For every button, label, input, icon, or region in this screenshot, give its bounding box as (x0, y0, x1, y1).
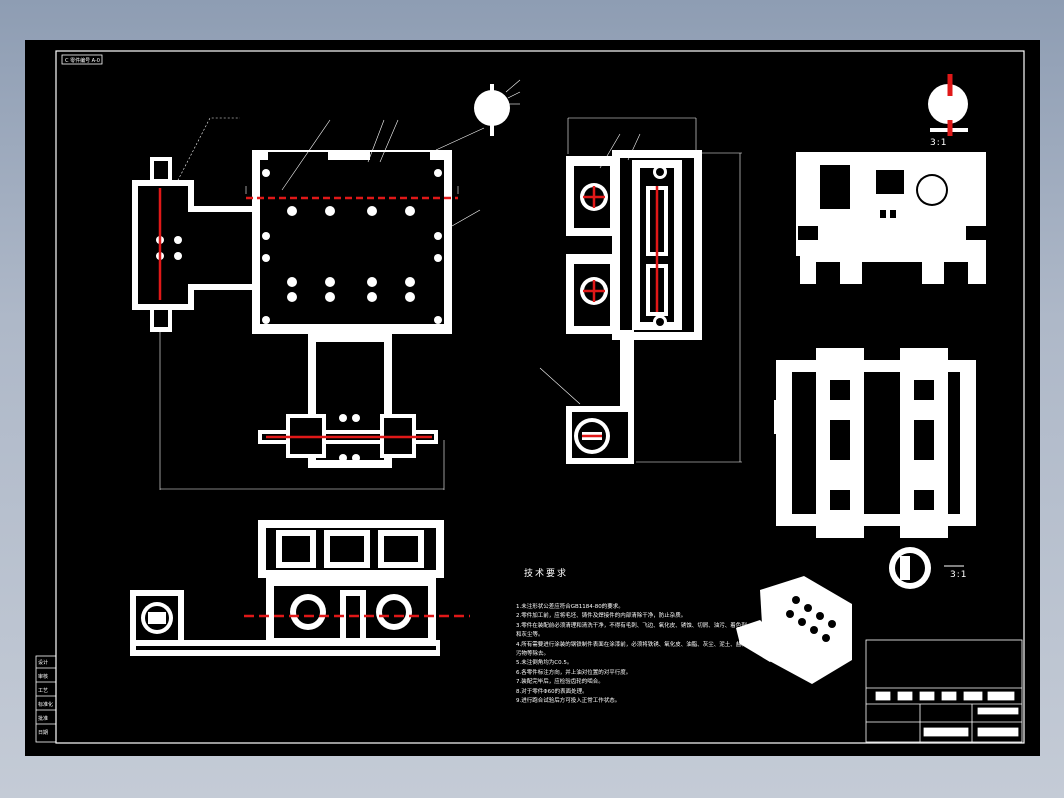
detail-circle-1 (474, 79, 521, 136)
tag-box (61, 54, 103, 65)
side-table (35, 655, 57, 743)
side-table-row: 标准化 (38, 701, 53, 708)
title-block (865, 639, 1023, 743)
tech-requirement-item: 9.进行跑合试验后方可投入正常工作状态。 (516, 698, 621, 705)
front-view-right (796, 84, 986, 284)
side-table-row: 审核 (38, 673, 48, 680)
side-table-row: 日期 (38, 730, 48, 736)
drawing-border (55, 50, 1025, 744)
bolt-holes (156, 169, 442, 462)
side-table-row: 工艺 (38, 688, 48, 694)
tech-requirements-list: 1.未注形状公差应符合GB1184-80的要求。 2.零件加工前，应将毛坯、铸件… (508, 603, 748, 706)
tag-text: C 零件编号 A-0 (65, 57, 100, 64)
tech-requirement-item: 2.零件加工前，应将毛坯、铸件及焊接件的内部清除干净，防止杂质。 (516, 613, 687, 620)
tech-requirement-item: 6.各零件标注方向，并上油对位置的对平行度。 (516, 669, 632, 676)
side-view (566, 150, 702, 464)
top-view-centerlines (158, 188, 458, 439)
isometric-view (736, 576, 852, 684)
bottom-view (130, 520, 444, 656)
top-view (132, 150, 452, 468)
tech-requirement-item: 1.未注形状公差应符合GB1184-80的要求。 (516, 604, 624, 610)
side-table-row: 设计 (38, 659, 48, 666)
tech-requirement-item: 7.装配完毕后，应检验齿轮的啮合。 (516, 679, 604, 686)
side-table-row: 批准 (38, 715, 48, 722)
plan-view-right (774, 348, 976, 538)
section-detail (889, 547, 964, 589)
top-view-dims (159, 117, 485, 490)
tech-requirement-item: 3.零件在装配前必须清理和清洗干净，不得有毛刺、飞边、氧化皮、锈蚀、切屑、油污、… (516, 622, 747, 639)
tech-requirement-item: 5.未注倒角均为C0.5。 (516, 660, 573, 667)
tech-requirement-item: 4.所有需要进行涂装的钢铁制件表面在涂漆前，必须将铁锈、氧化皮、油脂、灰尘、泥土… (516, 641, 747, 658)
tech-requirement-item: 8.对于零件Φ60的表面处理。 (516, 688, 588, 695)
side-view-dims (539, 117, 742, 463)
tech-requirements-title: 技术要求 (524, 569, 569, 579)
scale-label-top: 3:1 (930, 138, 948, 148)
side-view-centerlines (582, 186, 659, 438)
scale-label-bottom: 3:1 (950, 570, 968, 580)
technical-requirements: 技术要求 1.未注形状公差应符合GB1184-80的要求。 2.零件加工前，应将… (508, 566, 748, 706)
